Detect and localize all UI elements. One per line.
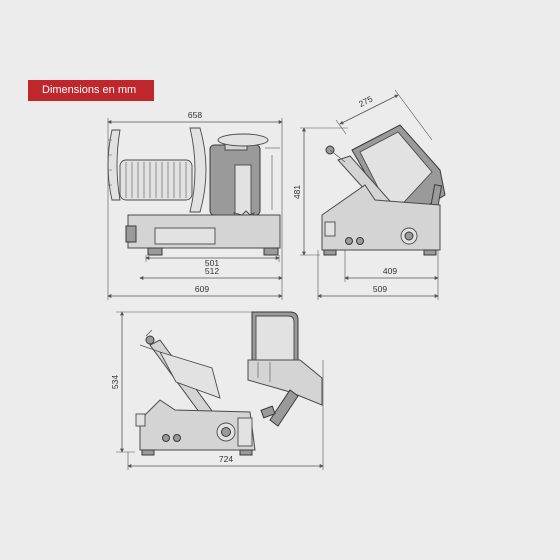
dim-label-501: 501 bbox=[205, 258, 219, 268]
open-view: 534 724 bbox=[110, 311, 324, 470]
dim-label-658: 658 bbox=[188, 110, 202, 120]
dimensions-banner: Dimensions en mm bbox=[28, 80, 154, 101]
dim-label-512: 512 bbox=[205, 266, 219, 276]
dim-label-409: 409 bbox=[383, 266, 397, 276]
dim-label-534: 534 bbox=[110, 375, 120, 389]
dim-label-609: 609 bbox=[195, 284, 209, 294]
dim-label-724: 724 bbox=[219, 454, 233, 464]
dim-label-481: 481 bbox=[292, 185, 302, 199]
dim-label-509: 509 bbox=[373, 284, 387, 294]
front-view: 658 501 512 609 bbox=[107, 110, 283, 300]
side-view: 481 275 409 509 bbox=[292, 89, 446, 300]
dim-label-275: 275 bbox=[357, 94, 374, 109]
